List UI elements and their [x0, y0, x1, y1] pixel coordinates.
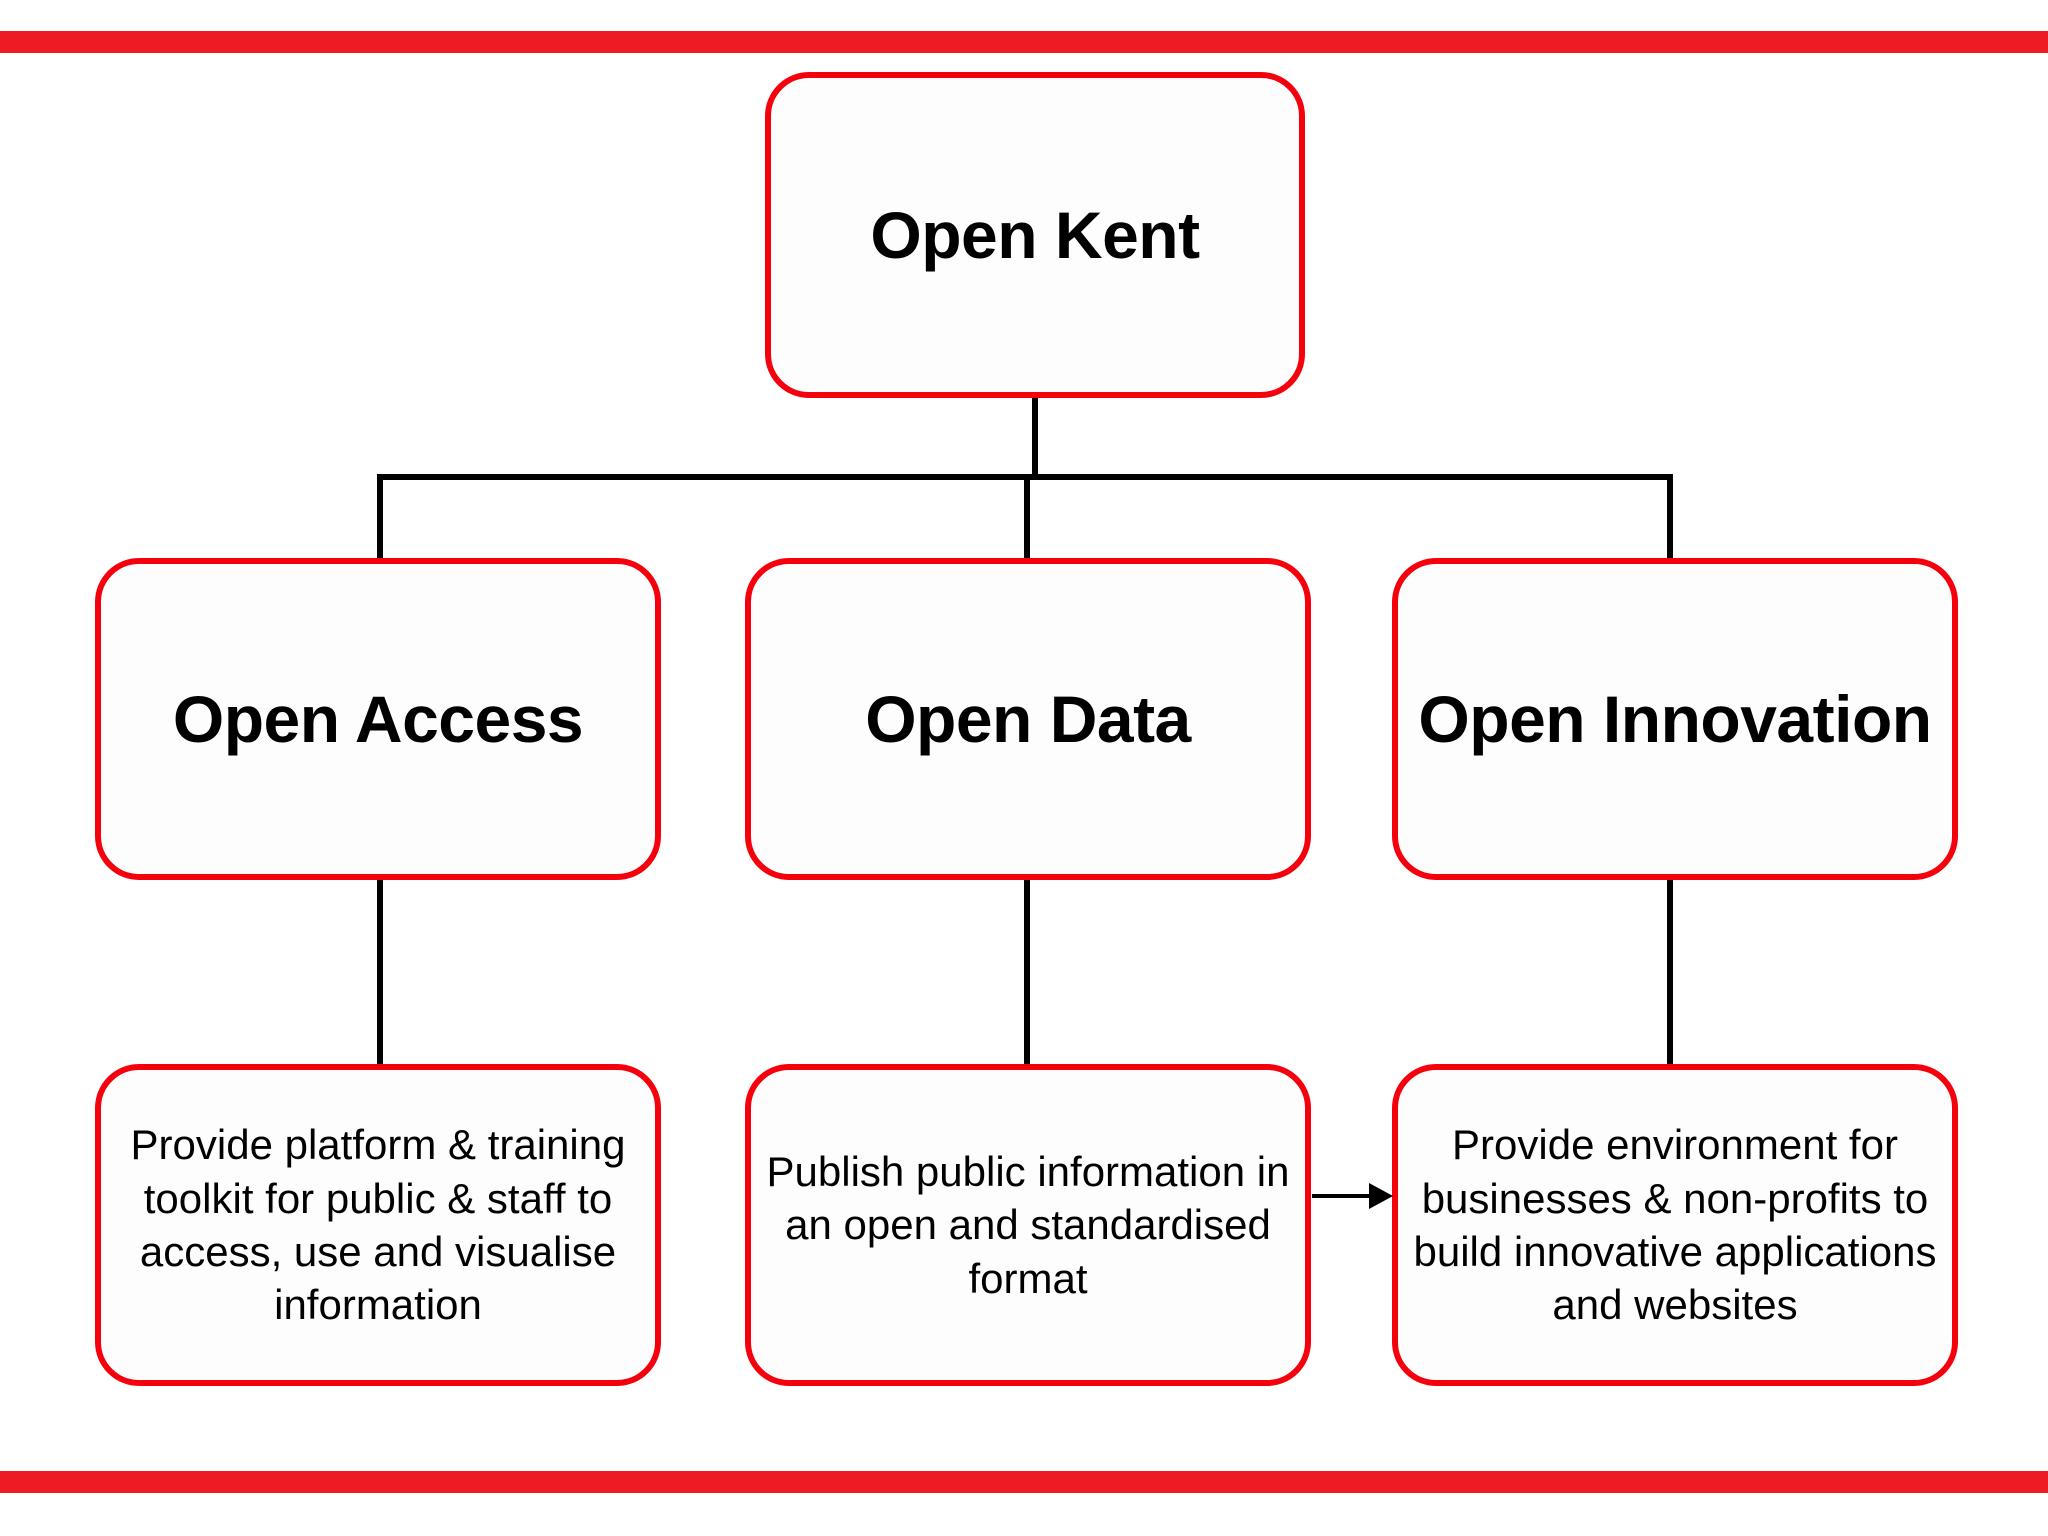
node-open-access-description[interactable]: Provide platform & training toolkit for …: [95, 1064, 661, 1386]
node-open-innovation-description-label: Provide environment for businesses & non…: [1413, 1121, 1937, 1329]
node-open-access-label: Open Access: [172, 682, 584, 756]
node-open-innovation-label: Open Innovation: [1418, 682, 1932, 756]
node-open-innovation[interactable]: Open Innovation: [1392, 558, 1958, 880]
connector-root-to-open-access: [377, 474, 383, 560]
connector-root-to-open-data: [1024, 474, 1030, 560]
node-open-kent-label: Open Kent: [870, 198, 1200, 272]
connector-root-to-open-innovation: [1667, 474, 1673, 560]
node-open-data[interactable]: Open Data: [745, 558, 1311, 880]
node-open-data-label: Open Data: [865, 682, 1191, 756]
connector-open-data-to-description: [1024, 880, 1030, 1066]
arrow-open-data-to-open-innovation-line: [1312, 1194, 1374, 1198]
node-open-access[interactable]: Open Access: [95, 558, 661, 880]
node-open-data-description-label: Publish public information in an open an…: [766, 1148, 1290, 1302]
connector-open-access-to-description: [377, 880, 383, 1066]
node-open-kent[interactable]: Open Kent: [765, 72, 1305, 398]
node-open-data-description[interactable]: Publish public information in an open an…: [745, 1064, 1311, 1386]
bottom-accent-bar: [0, 1471, 2048, 1493]
arrow-open-data-to-open-innovation-head: [1369, 1183, 1393, 1209]
node-open-access-description-label: Provide platform & training toolkit for …: [130, 1121, 626, 1329]
top-accent-bar: [0, 31, 2048, 53]
node-open-innovation-description[interactable]: Provide environment for businesses & non…: [1392, 1064, 1958, 1386]
connector-root-stem: [1032, 398, 1038, 480]
connector-open-innovation-to-description: [1667, 880, 1673, 1066]
